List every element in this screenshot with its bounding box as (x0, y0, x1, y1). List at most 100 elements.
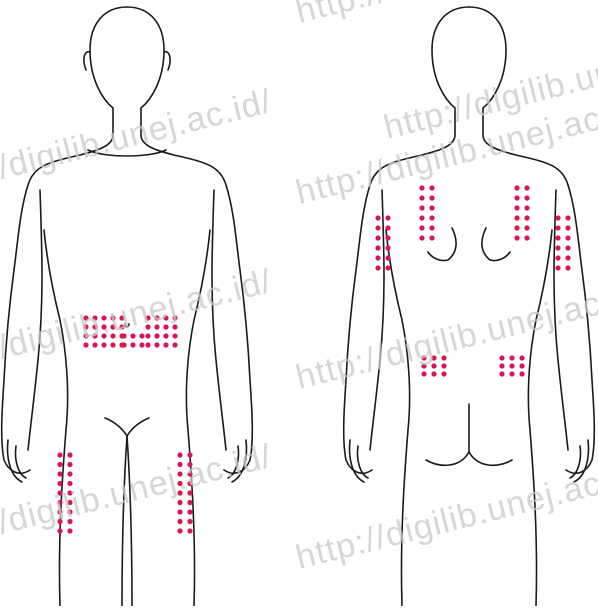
injection-dot (57, 490, 62, 495)
injection-dot (177, 462, 182, 467)
injection-dot (429, 215, 434, 220)
injection-dot (57, 481, 62, 486)
injection-dot (375, 215, 380, 220)
injection-dot (139, 342, 144, 347)
injection-dot (57, 452, 62, 457)
injection-dot (429, 205, 434, 210)
injection-dot (57, 462, 62, 467)
injection-dot (519, 371, 524, 376)
injection-dot (509, 355, 514, 360)
injection-dot (419, 215, 424, 220)
injection-dot (172, 342, 177, 347)
injection-dot (67, 471, 72, 476)
injection-dot (431, 371, 436, 376)
injection-site-left-buttock-upper (421, 355, 446, 376)
injection-dot (519, 355, 524, 360)
injection-dot (555, 215, 560, 220)
back-body-outline (344, 7, 595, 606)
injection-dot (441, 371, 446, 376)
injection-dot (154, 342, 159, 347)
injection-dot (163, 324, 168, 329)
injection-dot (187, 509, 192, 514)
injection-dot (385, 225, 390, 230)
injection-dot (565, 245, 570, 250)
injection-dot (172, 324, 177, 329)
injection-dot (519, 363, 524, 368)
injection-dot (154, 315, 159, 320)
injection-dot (187, 481, 192, 486)
injection-dot (177, 471, 182, 476)
injection-dot (419, 235, 424, 240)
injection-dot (110, 324, 115, 329)
injection-dot (187, 462, 192, 467)
injection-dot (375, 265, 380, 270)
injection-dot (419, 225, 424, 230)
injection-dot (375, 245, 380, 250)
injection-dot (92, 324, 97, 329)
injection-dot (154, 333, 159, 338)
injection-dot (187, 500, 192, 505)
injection-dot (177, 452, 182, 457)
injection-dot (499, 355, 504, 360)
injection-dot (177, 528, 182, 533)
injection-dot (101, 333, 106, 338)
injection-dot (419, 205, 424, 210)
injection-dot (565, 235, 570, 240)
injection-dot (130, 342, 135, 347)
injection-dot (514, 185, 519, 190)
injection-dot (67, 481, 72, 486)
injection-dot (92, 342, 97, 347)
injection-dot (385, 255, 390, 260)
injection-dot (419, 195, 424, 200)
injection-dot (154, 324, 159, 329)
injection-dot (429, 185, 434, 190)
injection-dot (145, 324, 150, 329)
injection-dot (429, 235, 434, 240)
injection-dot (514, 235, 519, 240)
injection-dot (92, 315, 97, 320)
injection-dot (83, 324, 88, 329)
injection-dot (110, 315, 115, 320)
injection-site-abdomen (83, 315, 177, 347)
injection-dot (187, 452, 192, 457)
injection-dot (509, 371, 514, 376)
injection-dot (67, 500, 72, 505)
injection-dot (514, 205, 519, 210)
injection-dot (555, 255, 560, 260)
injection-dot (119, 324, 124, 329)
injection-dot (385, 235, 390, 240)
injection-site-left-upper-back (419, 185, 434, 240)
injection-dot (441, 355, 446, 360)
injection-dot (441, 363, 446, 368)
injection-dot (121, 342, 126, 347)
injection-dot (187, 471, 192, 476)
injection-dot (421, 355, 426, 360)
injection-dot (421, 363, 426, 368)
injection-dot (67, 519, 72, 524)
injection-site-left-thigh (57, 452, 72, 533)
injection-dot (145, 342, 150, 347)
injection-dot (177, 481, 182, 486)
injection-dot (385, 245, 390, 250)
injection-dot (177, 519, 182, 524)
injection-dot (565, 255, 570, 260)
injection-dot (524, 195, 529, 200)
injection-dot (385, 215, 390, 220)
injection-dot (421, 371, 426, 376)
injection-dot (67, 528, 72, 533)
injection-dot (177, 500, 182, 505)
injection-site-right-thigh (177, 452, 192, 533)
injection-dot (57, 528, 62, 533)
injection-dot (101, 342, 106, 347)
injection-dot (130, 333, 135, 338)
injection-dot (83, 333, 88, 338)
injection-dot (110, 333, 115, 338)
injection-dot (431, 363, 436, 368)
injection-dot (57, 509, 62, 514)
injection-dot (514, 215, 519, 220)
injection-dot (172, 333, 177, 338)
injection-site-right-upper-arm (555, 215, 570, 270)
injection-dot (555, 245, 560, 250)
injection-dot (375, 255, 380, 260)
injection-dot (67, 462, 72, 467)
